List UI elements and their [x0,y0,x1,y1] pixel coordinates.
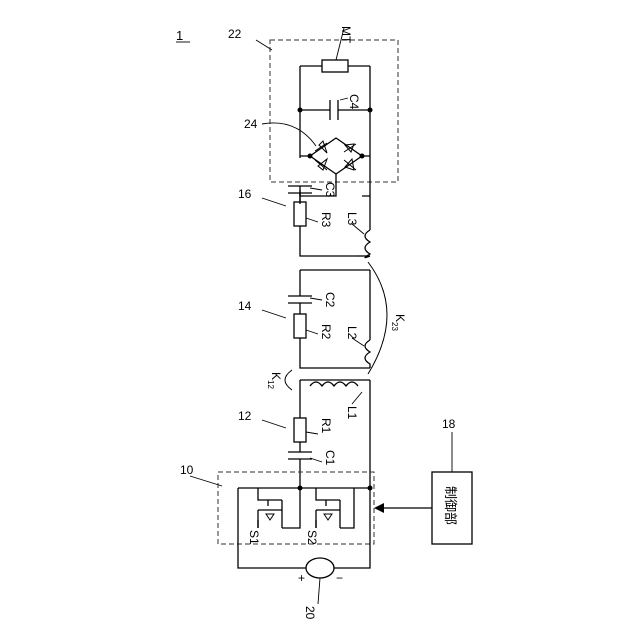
label-l2: L2 [345,326,359,340]
label-k12: K 12 [266,372,283,389]
label-c1: C1 [323,450,337,466]
junction-dot [298,108,303,113]
bridge-return [362,185,370,196]
s2-switch [316,488,354,528]
label-10: 10 [180,463,194,477]
k23-arc [368,262,387,374]
l3-inductor [365,230,370,258]
leader-r2 [306,330,318,334]
label-14: 14 [238,299,252,313]
label-12: 12 [238,409,252,423]
control-arrow-icon [374,503,384,513]
label-l1: L1 [345,406,359,420]
r1-resistor [294,418,306,442]
label-l3: L3 [345,212,359,226]
label-minus: − [336,571,343,585]
label-mt: MT [339,26,353,44]
k23-letter: K [393,314,407,322]
label-c4: C4 [347,94,361,110]
label-k23: K 23 [390,314,407,331]
k12-letter: K [269,372,283,380]
label-22: 22 [228,27,242,41]
junction-dot [368,108,373,113]
l1-inductor [310,382,358,386]
label-r3: R3 [319,212,333,228]
label-20: 20 [303,606,317,620]
figure-ref: 1 [176,28,183,43]
k12-subscript: 12 [266,380,275,389]
label-18: 18 [442,417,456,431]
r2-resistor [294,314,306,338]
junction-dot [308,154,313,159]
leader-12 [262,420,286,428]
leader-20 [318,578,320,604]
label-c2: C2 [323,292,337,308]
leader-c3 [310,188,322,190]
label-16: 16 [238,187,252,201]
inverter-block-box [218,472,374,544]
res16-left-bottom [300,226,356,256]
leader-r3 [306,218,318,222]
label-c3: C3 [323,182,337,198]
leader-14 [262,310,286,318]
leader-c2 [310,298,322,300]
leader-r1 [306,432,318,434]
leader-10 [190,476,222,486]
leader-24 [262,123,316,146]
k12-arc [285,370,292,390]
c4-capacitor [330,100,338,120]
label-plus: + [298,571,305,585]
leader-l3 [352,224,364,234]
leader-l1 [352,392,362,404]
label-24: 24 [244,117,258,131]
c1-capacitor [288,452,312,459]
power-source [306,558,334,578]
label-s1: S1 [247,530,261,545]
controller-label: 制御部 [442,486,457,525]
k23-subscript: 23 [390,322,399,331]
label-r1: R1 [319,418,333,434]
c2-capacitor [288,296,312,303]
r3-resistor [294,202,306,226]
load-block-box [270,40,398,182]
label-s2: S2 [305,530,319,545]
junction-dot [360,154,365,159]
leader-c4 [340,98,348,100]
leader-c1 [310,458,322,462]
mt-resistor [322,60,348,72]
leader-16 [262,198,286,206]
label-r2: R2 [319,324,333,340]
s1-switch [258,488,300,528]
l2-inductor [365,340,370,368]
